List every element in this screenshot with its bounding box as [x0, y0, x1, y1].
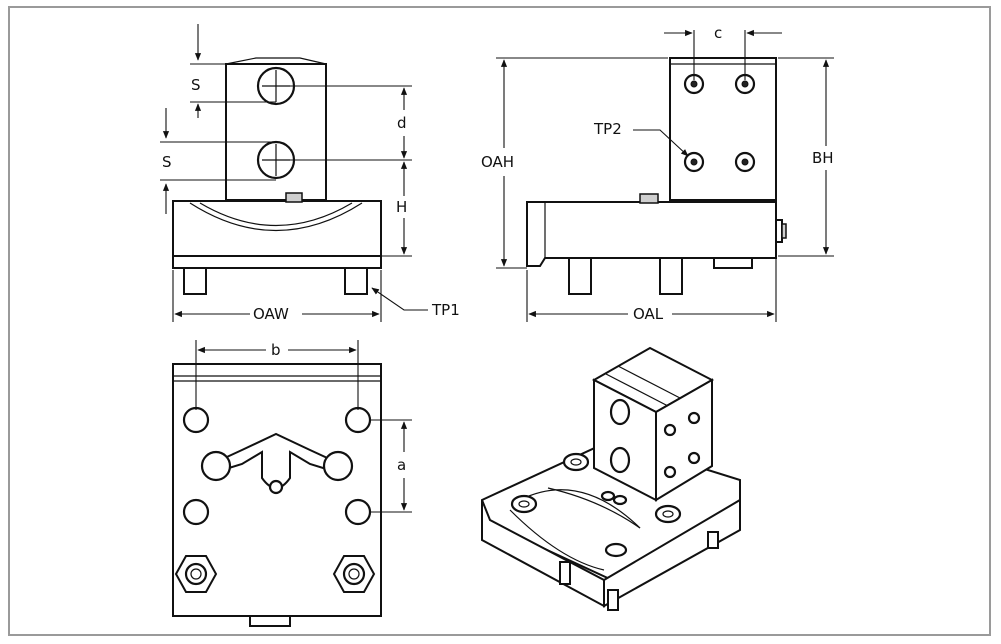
- label-s-mid: S: [162, 153, 172, 171]
- label-a: a: [397, 456, 406, 474]
- label-tp2: TP2: [593, 120, 622, 138]
- label-oaw: OAW: [253, 305, 289, 323]
- side-post: [669, 57, 777, 201]
- front-base: [172, 200, 382, 257]
- label-bh: BH: [812, 149, 834, 167]
- side-view: c TP2 OAH BH OAL: [481, 24, 834, 323]
- label-oah: OAH: [481, 153, 514, 171]
- top-view: b a: [172, 340, 412, 627]
- label-d: d: [397, 114, 407, 132]
- isometric-view: [481, 346, 741, 611]
- side-base: [526, 201, 777, 267]
- label-c: c: [714, 24, 722, 42]
- front-pin-left: [183, 267, 207, 295]
- label-oal: OAL: [633, 305, 664, 323]
- front-pin-right: [344, 267, 368, 295]
- label-tp1: TP1: [431, 301, 460, 319]
- label-s-top: S: [191, 76, 201, 94]
- front-view: S S d H OAW TP1: [160, 24, 460, 323]
- label-h: H: [396, 198, 407, 216]
- label-b: b: [271, 341, 281, 359]
